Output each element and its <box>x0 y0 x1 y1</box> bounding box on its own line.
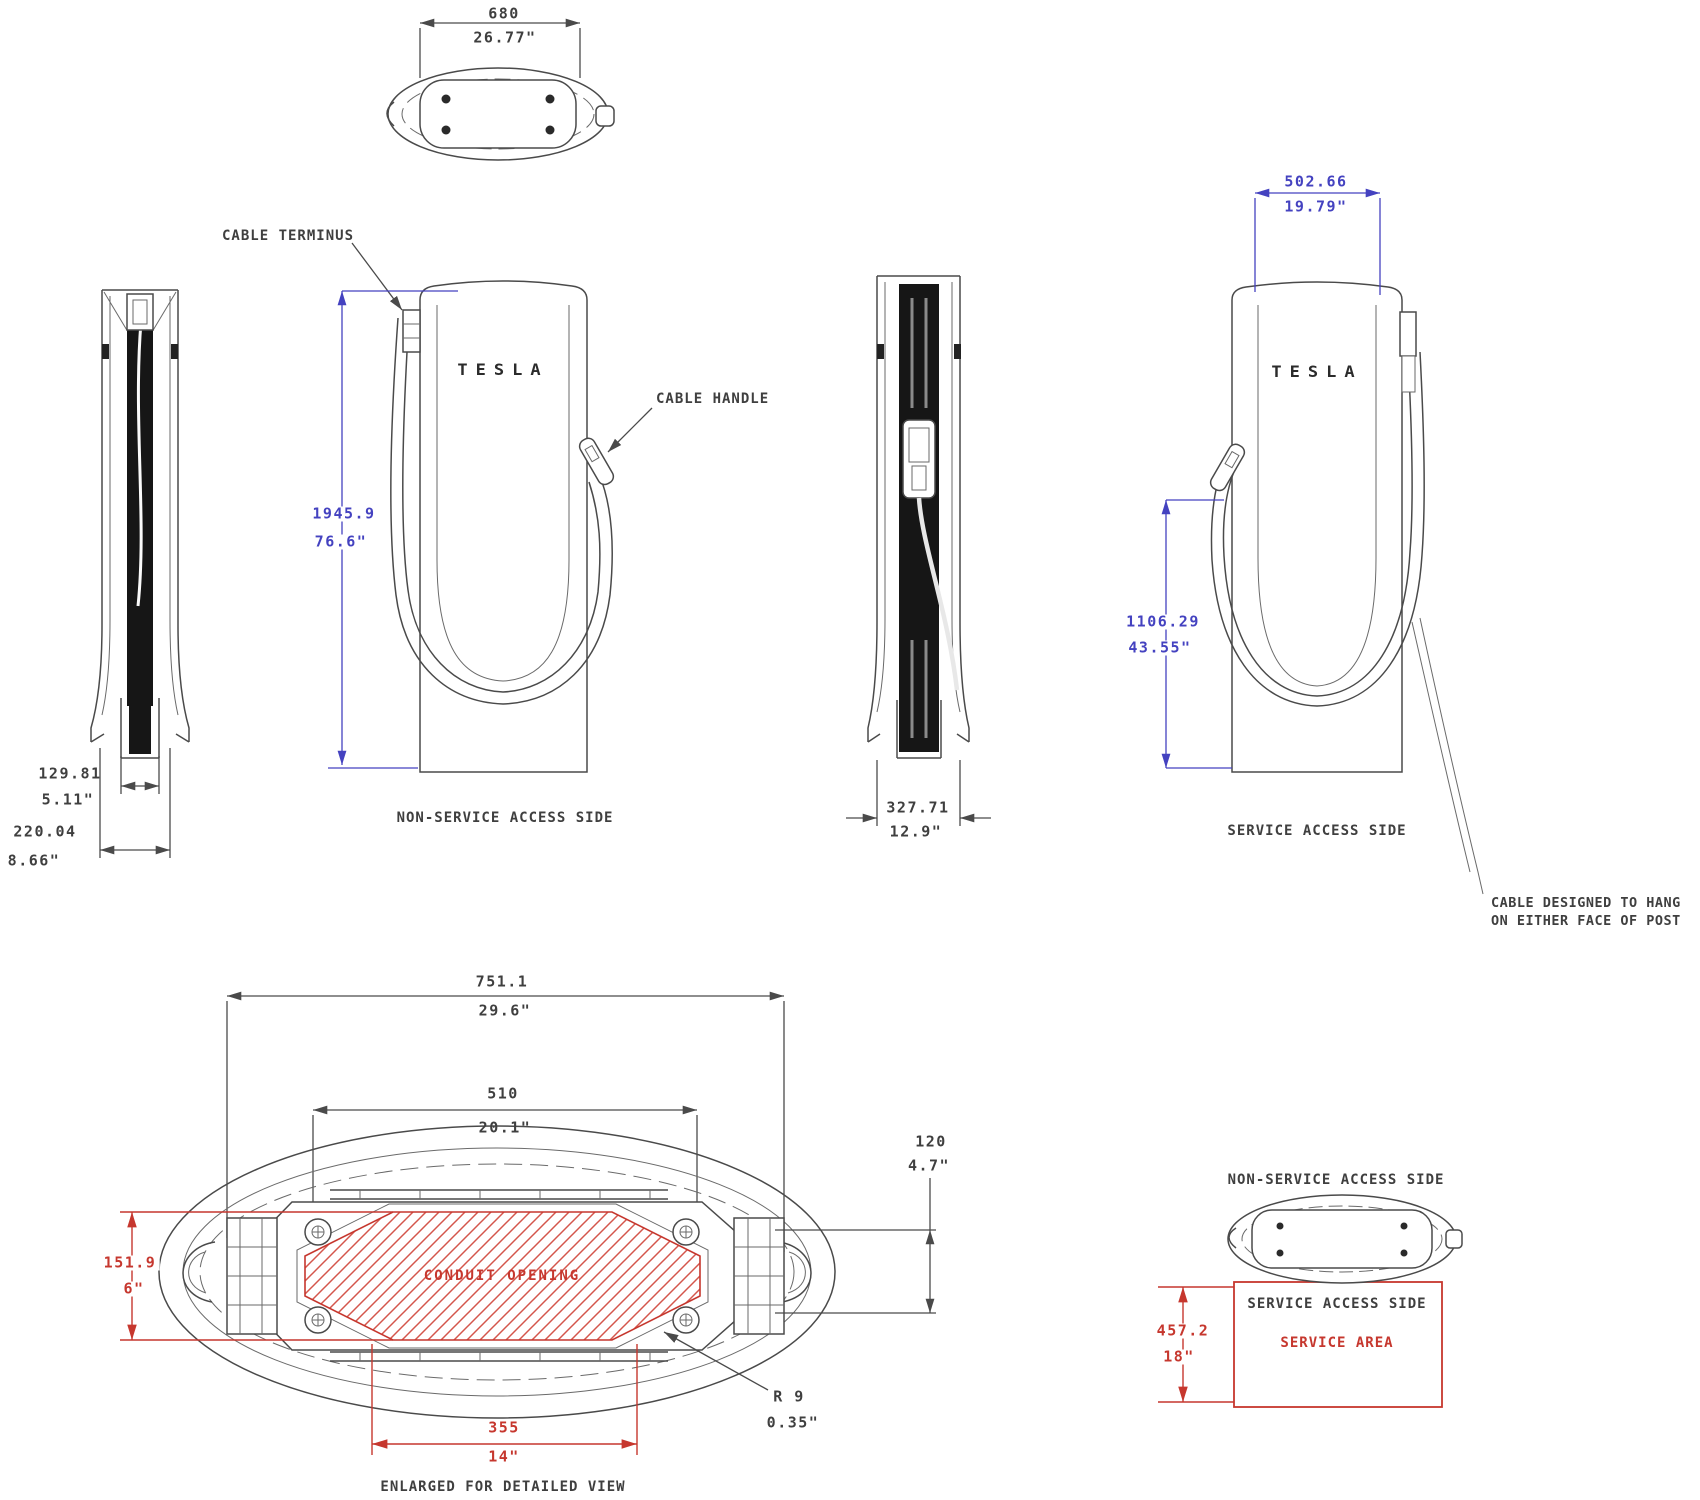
dim-left-inner-width-in: 5.11" <box>41 790 95 809</box>
plan-non-service-label: NON-SERVICE ACCESS SIDE <box>1227 1172 1445 1188</box>
service-view <box>1161 188 1484 895</box>
dim-service-area-depth-in: 18" <box>1160 1349 1198 1365</box>
dim-corner-radius-mm: R 9 <box>773 1387 805 1406</box>
left-side-view <box>90 289 190 858</box>
dim-service-width-in: 19.79" <box>1284 197 1348 216</box>
bolt-top-left <box>304 1218 332 1246</box>
dim-bolt-span-in: 20.1" <box>478 1118 532 1137</box>
plan-service-area-label: SERVICE AREA <box>1280 1335 1394 1351</box>
bolt-bottom-right <box>672 1306 700 1334</box>
dim-base-overall-width-in: 29.6" <box>478 1001 532 1020</box>
dim-left-inner-width-mm: 129.81 <box>38 764 102 783</box>
plan-view <box>1158 1194 1463 1408</box>
front-view <box>328 242 653 773</box>
dim-corner-radius-in: 0.35" <box>766 1413 820 1432</box>
dim-bolt-span-mm: 510 <box>487 1084 519 1103</box>
top-view <box>386 18 615 161</box>
label-cable-terminus: CABLE TERMINUS <box>222 228 355 244</box>
dim-top-width-in: 26.77" <box>473 28 537 47</box>
dim-offset-in: 4.7" <box>907 1156 951 1175</box>
dim-front-height-mm: 1945.9 <box>309 506 379 522</box>
dim-conduit-width-mm: 355 <box>485 1420 523 1436</box>
dim-service-width-mm: 502.66 <box>1284 172 1348 191</box>
dim-service-cable-height-mm: 1106.29 <box>1123 614 1203 630</box>
side-view-2 <box>846 275 991 826</box>
note-cable-hang-line1: CABLE DESIGNED TO HANG <box>1491 895 1681 911</box>
dim-conduit-height-in: 6" <box>120 1281 148 1297</box>
dim-side2-depth-in: 12.9" <box>889 822 943 841</box>
tesla-logo-front: TESLA <box>457 361 549 380</box>
dim-side2-depth-mm: 327.71 <box>886 798 950 817</box>
label-cable-handle: CABLE HANDLE <box>656 391 770 407</box>
dim-service-area-depth-mm: 457.2 <box>1153 1323 1213 1339</box>
enlarged-base-view <box>120 991 936 1455</box>
caption-non-service: NON-SERVICE ACCESS SIDE <box>396 810 614 826</box>
caption-service: SERVICE ACCESS SIDE <box>1227 823 1407 839</box>
dim-top-width-mm: 680 <box>488 4 520 23</box>
bolt-top-right <box>672 1218 700 1246</box>
dim-conduit-width-in: 14" <box>485 1449 523 1465</box>
bolt-bottom-left <box>304 1306 332 1334</box>
dim-base-overall-width-mm: 751.1 <box>475 972 529 991</box>
dim-front-height-in: 76.6" <box>311 534 371 550</box>
dim-service-cable-height-in: 43.55" <box>1125 640 1195 656</box>
dim-left-outer-width-in: 8.66" <box>7 851 61 870</box>
dim-offset-mm: 120 <box>915 1132 947 1151</box>
note-cable-hang-line2: ON EITHER FACE OF POST <box>1491 913 1681 929</box>
dim-conduit-height-mm: 151.9 <box>100 1255 160 1271</box>
dim-left-outer-width-mm: 220.04 <box>13 822 77 841</box>
conduit-opening-label: CONDUIT OPENING <box>423 1268 581 1284</box>
plan-service-side-label: SERVICE ACCESS SIDE <box>1247 1296 1427 1312</box>
tesla-logo-service: TESLA <box>1271 363 1363 382</box>
caption-enlarged-view: ENLARGED FOR DETAILED VIEW <box>380 1479 626 1495</box>
